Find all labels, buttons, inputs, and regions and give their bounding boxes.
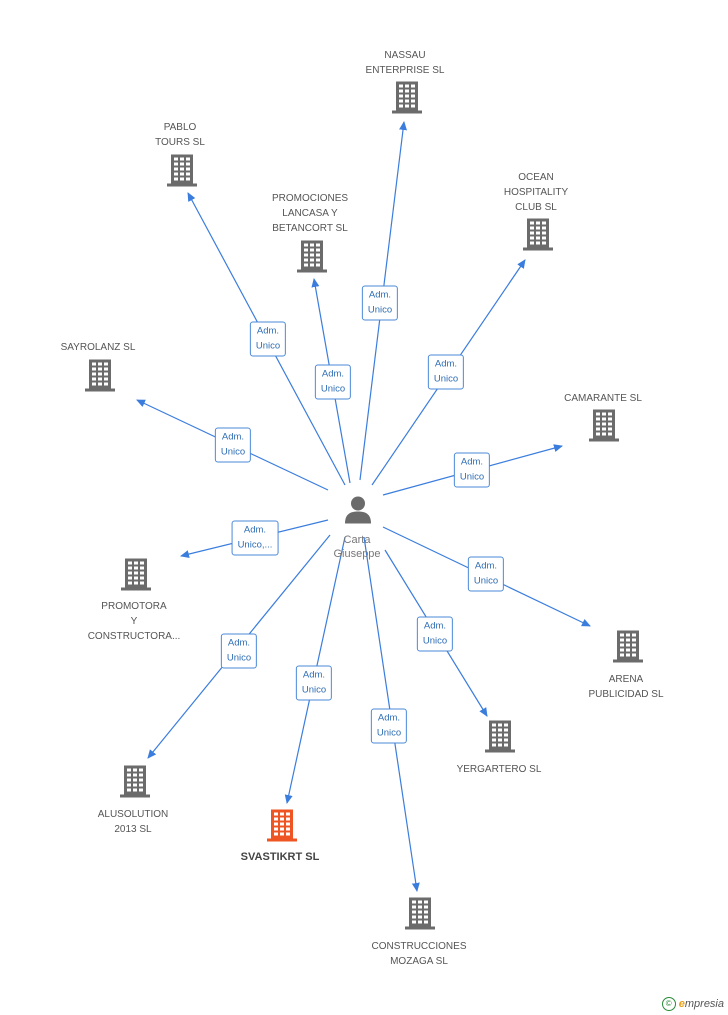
edge-label-alusolution[interactable]: Adm. Unico (220, 633, 258, 669)
center-person[interactable] (343, 495, 373, 530)
company-label-yergartero[interactable]: YERGARTERO SL (456, 764, 542, 775)
company-node-ocean[interactable] (522, 218, 554, 257)
company-node-alusolution[interactable] (119, 765, 151, 804)
company-label-nassau[interactable]: NASSAU ENTERPRISE SL (365, 50, 445, 76)
company-node-pablo[interactable] (166, 154, 198, 193)
company-label-camarante[interactable]: CAMARANTE SL (564, 393, 642, 404)
edge-label-sayrolanz[interactable]: Adm. Unico (214, 427, 252, 463)
company-node-yergartero[interactable] (484, 720, 516, 759)
company-node-nassau[interactable] (391, 81, 423, 120)
building-icon (589, 409, 619, 442)
company-label-ocean[interactable]: OCEAN HOSPITALITY CLUB SL (503, 172, 569, 213)
building-icon (167, 154, 197, 187)
footer-brand: © empresia (661, 997, 724, 1011)
company-label-promotora[interactable]: PROMOTORA Y CONSTRUCTORA... (87, 601, 181, 642)
edge-label-yergartero[interactable]: Adm. Unico (416, 616, 454, 652)
edge-label-promociones[interactable]: Adm. Unico (314, 364, 352, 400)
company-label-mozaga[interactable]: CONSTRUCCIONES MOZAGA SL (371, 941, 467, 967)
edge-label-mozaga[interactable]: Adm. Unico (370, 708, 408, 744)
building-icon (85, 359, 115, 392)
company-label-svastikrt[interactable]: SVASTIKRT SL (240, 851, 320, 863)
building-icon (120, 765, 150, 798)
building-icon (121, 558, 151, 591)
building-icon (297, 240, 327, 273)
building-icon (267, 809, 297, 842)
company-node-promociones[interactable] (296, 240, 328, 279)
edge-label-promotora[interactable]: Adm. Unico,... (231, 520, 279, 556)
company-label-alusolution[interactable]: ALUSOLUTION 2013 SL (97, 809, 169, 835)
brand-logo[interactable]: empresia (678, 998, 724, 1010)
edge-label-ocean[interactable]: Adm. Unico (427, 354, 465, 390)
company-label-arena[interactable]: ARENA PUBLICIDAD SL (588, 674, 664, 700)
company-label-sayrolanz[interactable]: SAYROLANZ SL (60, 342, 136, 353)
edge-label-arena[interactable]: Adm. Unico (467, 556, 505, 592)
building-icon (485, 720, 515, 753)
building-icon (613, 630, 643, 663)
building-icon (523, 218, 553, 251)
company-node-camarante[interactable] (588, 409, 620, 448)
company-node-promotora[interactable] (120, 558, 152, 597)
building-icon (392, 81, 422, 114)
copyright-icon: © (661, 997, 676, 1011)
company-node-sayrolanz[interactable] (84, 359, 116, 398)
company-node-svastikrt[interactable] (266, 809, 298, 848)
company-label-promociones[interactable]: PROMOCIONES LANCASA Y BETANCORT SL (271, 193, 349, 234)
center-person-name: Carta Giuseppe (333, 534, 381, 560)
edge-label-svastikrt[interactable]: Adm. Unico (295, 665, 333, 701)
edge-label-pablo[interactable]: Adm. Unico (249, 321, 287, 357)
company-label-pablo[interactable]: PABLO TOURS SL (155, 122, 205, 148)
person-icon (345, 496, 371, 524)
edge-label-nassau[interactable]: Adm. Unico (361, 285, 399, 321)
company-node-mozaga[interactable] (404, 897, 436, 936)
building-icon (405, 897, 435, 930)
edge-label-camarante[interactable]: Adm. Unico (453, 452, 491, 488)
company-node-arena[interactable] (612, 630, 644, 669)
